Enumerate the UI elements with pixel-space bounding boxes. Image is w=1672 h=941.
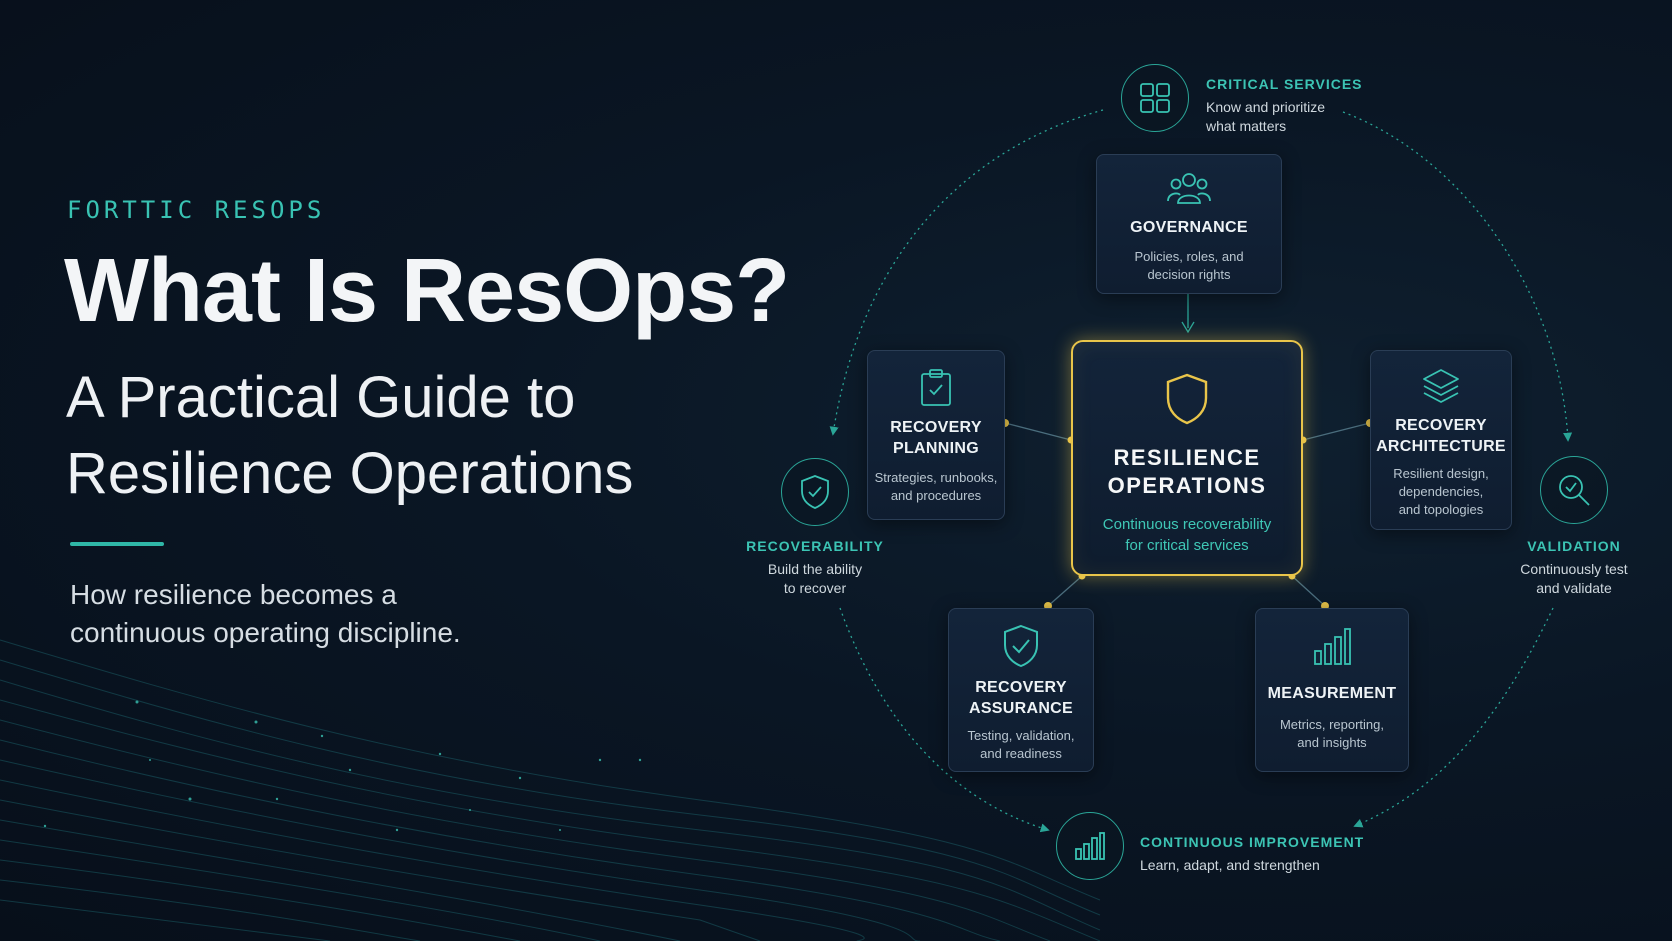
- decorative-wave-lines: [0, 639, 1101, 941]
- recoverability-desc: Build the ability to recover: [745, 560, 885, 598]
- resilience-operations-card: RESILIENCE OPERATIONS Continuous recover…: [1071, 340, 1303, 576]
- recoverability-title: RECOVERABILITY: [746, 538, 884, 554]
- measurement-desc-line-2: and insights: [1297, 735, 1367, 750]
- critical-services-desc: Know and prioritize what matters: [1206, 98, 1363, 136]
- continuous-improvement-title: CONTINUOUS IMPROVEMENT: [1140, 834, 1365, 850]
- bar-chart-icon: [1075, 832, 1105, 860]
- recovery-planning-desc: Strategies, runbooks, and procedures: [868, 469, 1004, 505]
- recovery-planning-title: RECOVERY PLANNING: [868, 417, 1004, 459]
- recovery-planning-title-line-1: RECOVERY: [890, 419, 982, 436]
- inner-connectors: [1004, 294, 1371, 607]
- recoverability-circle: [781, 458, 849, 526]
- outer-cycle-arrows: [829, 109, 1573, 833]
- center-title: RESILIENCE OPERATIONS: [1073, 444, 1301, 500]
- page-title: What Is ResOps?: [64, 241, 790, 341]
- recovery-architecture-title: RECOVERY ARCHITECTURE: [1371, 415, 1511, 457]
- tagline-line-1: How resilience becomes a: [70, 579, 397, 610]
- center-desc: Continuous recoverability for critical s…: [1073, 514, 1301, 556]
- title-divider: [70, 542, 164, 546]
- subtitle-line-2: Resilience Operations: [66, 441, 634, 506]
- recovery-assurance-title-line-2: ASSURANCE: [968, 700, 1074, 717]
- grid-icon: [1140, 83, 1170, 113]
- recovery-architecture-title-line-2: ARCHITECTURE: [1376, 438, 1506, 455]
- validation-desc: Continuously test and validate: [1500, 560, 1648, 598]
- shield-check-icon: [949, 623, 1093, 669]
- recoverability-desc-line-2: to recover: [783, 580, 847, 596]
- critical-services-title: CRITICAL SERVICES: [1206, 76, 1363, 92]
- validation-title: VALIDATION: [1527, 538, 1621, 554]
- recovery-assurance-desc-line-2: and readiness: [980, 746, 1062, 761]
- page-subtitle: A Practical Guide to Resilience Operatio…: [66, 360, 746, 512]
- recovery-assurance-title-line-1: RECOVERY: [975, 679, 1067, 696]
- clipboard-check-icon: [868, 369, 1004, 407]
- center-title-line-1: RESILIENCE: [1113, 445, 1261, 470]
- subtitle-line-1: A Practical Guide to: [66, 365, 576, 430]
- recovery-architecture-desc: Resilient design, dependencies, and topo…: [1371, 465, 1511, 519]
- continuous-improvement-label: CONTINUOUS IMPROVEMENT Learn, adapt, and…: [1140, 834, 1364, 875]
- people-icon: [1097, 171, 1281, 205]
- recovery-planning-desc-line-1: Strategies, runbooks,: [874, 470, 998, 485]
- decorative-particles: [43, 700, 642, 832]
- critical-services-circle: [1121, 64, 1189, 132]
- recovery-architecture-desc-line-1: Resilient design,: [1393, 466, 1489, 481]
- center-title-line-2: OPERATIONS: [1107, 473, 1267, 498]
- recovery-assurance-desc-line-1: Testing, validation,: [967, 728, 1075, 743]
- recoverability-label: RECOVERABILITY Build the ability to reco…: [745, 538, 885, 598]
- shield-icon: [1073, 372, 1301, 426]
- measurement-title: MEASUREMENT: [1267, 685, 1397, 702]
- continuous-improvement-desc: Learn, adapt, and strengthen: [1140, 857, 1320, 873]
- recovery-architecture-card: RECOVERY ARCHITECTURE Resilient design, …: [1370, 350, 1512, 530]
- tagline: How resilience becomes a continuous oper…: [70, 576, 530, 652]
- critical-services-desc-line-2: what matters: [1206, 118, 1287, 134]
- governance-desc-line-2: decision rights: [1147, 267, 1231, 282]
- governance-card: GOVERNANCE Policies, roles, and decision…: [1096, 154, 1282, 294]
- recovery-planning-desc-line-2: and procedures: [890, 488, 982, 503]
- recovery-assurance-card: RECOVERY ASSURANCE Testing, validation, …: [948, 608, 1094, 772]
- center-desc-line-2: for critical services: [1125, 537, 1249, 554]
- recovery-planning-title-line-2: PLANNING: [893, 440, 979, 457]
- recoverability-desc-line-1: Build the ability: [767, 561, 863, 577]
- critical-services-label: CRITICAL SERVICES Know and prioritize wh…: [1206, 76, 1363, 136]
- governance-title: GOVERNANCE: [1130, 219, 1248, 236]
- validation-desc-line-1: Continuously test: [1520, 561, 1628, 577]
- validation-desc-line-2: and validate: [1536, 580, 1612, 596]
- recovery-assurance-title: RECOVERY ASSURANCE: [949, 677, 1093, 719]
- brand-label: FORTTIC RESOPS: [67, 196, 326, 224]
- measurement-desc-line-1: Metrics, reporting,: [1279, 717, 1385, 732]
- validation-label: VALIDATION Continuously test and validat…: [1500, 538, 1648, 598]
- recovery-architecture-desc-line-3: and topologies: [1398, 502, 1484, 517]
- measurement-desc: Metrics, reporting, and insights: [1256, 716, 1408, 752]
- governance-desc: Policies, roles, and decision rights: [1097, 248, 1281, 284]
- magnifier-check-icon: [1559, 475, 1590, 506]
- recovery-architecture-desc-line-2: dependencies,: [1398, 484, 1484, 499]
- validation-circle: [1540, 456, 1608, 524]
- recovery-assurance-desc: Testing, validation, and readiness: [949, 727, 1093, 763]
- continuous-improvement-circle: [1056, 812, 1124, 880]
- recovery-architecture-title-line-1: RECOVERY: [1395, 417, 1487, 434]
- center-desc-line-1: Continuous recoverability: [1102, 516, 1272, 533]
- bar-chart-icon: [1256, 627, 1408, 667]
- layers-icon: [1371, 367, 1511, 407]
- critical-services-desc-line-1: Know and prioritize: [1206, 99, 1326, 115]
- tagline-line-2: continuous operating discipline.: [70, 617, 461, 648]
- recovery-planning-card: RECOVERY PLANNING Strategies, runbooks, …: [867, 350, 1005, 520]
- shield-check-icon: [801, 475, 829, 509]
- measurement-card: MEASUREMENT Metrics, reporting, and insi…: [1255, 608, 1409, 772]
- governance-desc-line-1: Policies, roles, and: [1134, 249, 1244, 264]
